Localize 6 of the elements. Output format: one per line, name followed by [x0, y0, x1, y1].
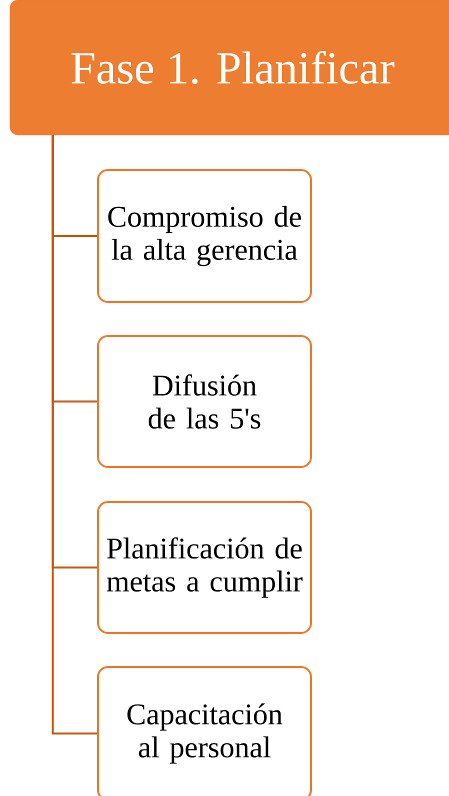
- process-box: Planificación de metas a cumplir: [97, 501, 312, 634]
- connector-line: [52, 135, 97, 734]
- process-box: Compromiso de la alta gerencia: [97, 169, 312, 303]
- process-box: Capacitación al personal: [97, 666, 312, 796]
- header-box: Fase 1. Planificar: [10, 0, 449, 136]
- process-box: Difusión de las 5's: [97, 335, 312, 468]
